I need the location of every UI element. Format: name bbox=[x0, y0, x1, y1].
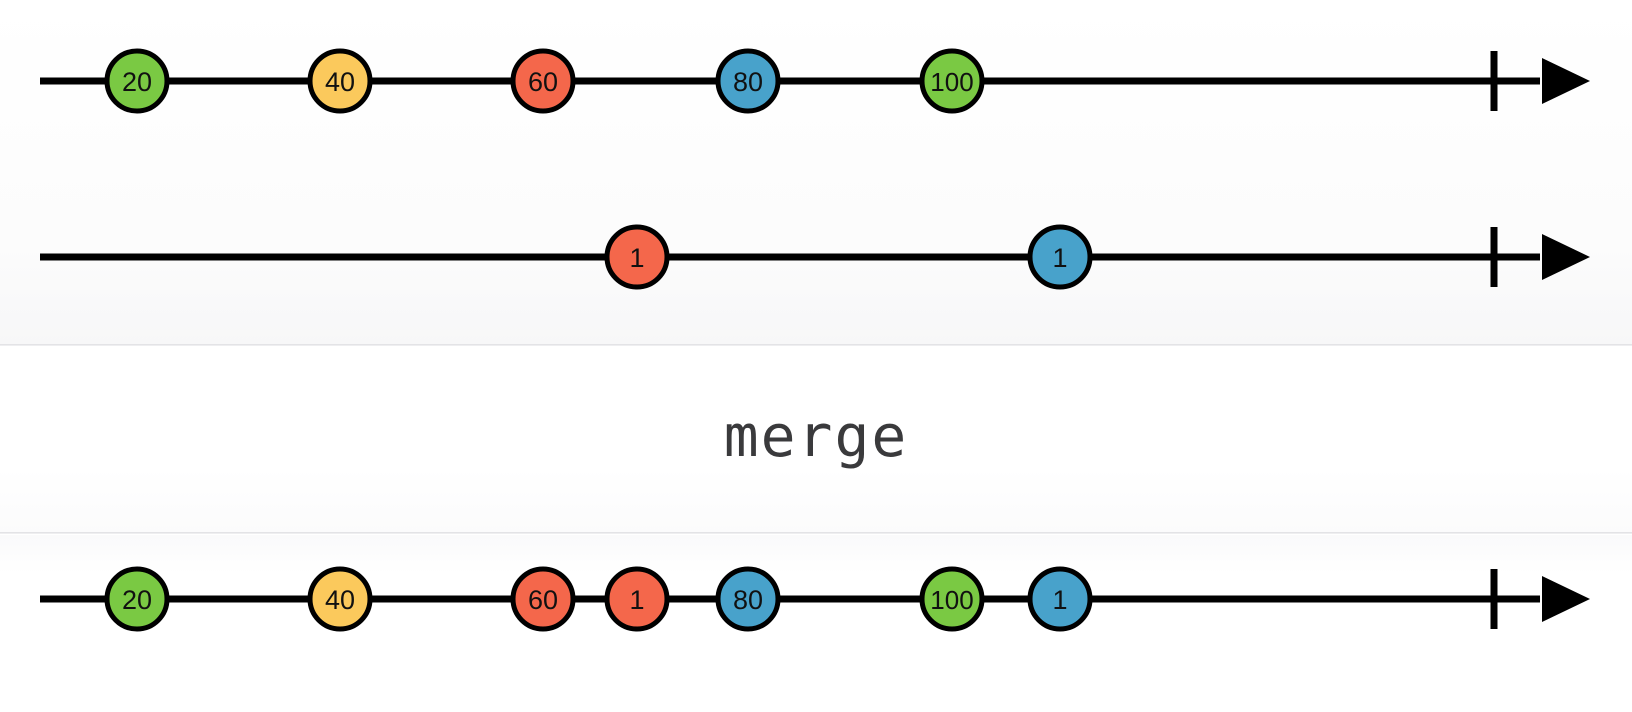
panel-band-middle bbox=[0, 347, 1632, 533]
merge-operation-label: merge bbox=[723, 402, 909, 470]
node-value-label: 1 bbox=[1052, 585, 1067, 615]
axis-arrow-head bbox=[1542, 234, 1590, 280]
node-value-label: 80 bbox=[733, 67, 763, 97]
section-divider-upper bbox=[0, 344, 1632, 346]
list-node[interactable]: 100 bbox=[919, 566, 985, 632]
panel-band-bottom bbox=[0, 535, 1632, 712]
node-circle-green[interactable] bbox=[919, 48, 985, 114]
list-node[interactable]: 40 bbox=[307, 566, 373, 632]
node-value-label: 1 bbox=[629, 243, 644, 273]
list-row-merged-output-list: 20 40 60 1 80 100 1 bbox=[40, 566, 1590, 632]
list-node[interactable]: 40 bbox=[307, 48, 373, 114]
axis-arrow-head bbox=[1542, 576, 1590, 622]
list-node[interactable]: 1 bbox=[604, 224, 670, 290]
list-node[interactable]: 20 bbox=[104, 566, 170, 632]
list-node[interactable]: 1 bbox=[1027, 566, 1093, 632]
node-circle-blue[interactable] bbox=[1027, 224, 1093, 290]
node-value-label: 20 bbox=[122, 67, 152, 97]
node-value-label: 1 bbox=[1052, 243, 1067, 273]
node-value-label: 60 bbox=[528, 67, 558, 97]
list-node[interactable]: 80 bbox=[715, 48, 781, 114]
section-divider-lower bbox=[0, 532, 1632, 534]
node-value-label: 40 bbox=[325, 585, 355, 615]
node-circle-green[interactable] bbox=[104, 566, 170, 632]
node-circle-green[interactable] bbox=[104, 48, 170, 114]
node-value-label: 100 bbox=[930, 67, 973, 97]
node-circle-yellow[interactable] bbox=[307, 566, 373, 632]
node-circle-yellow[interactable] bbox=[307, 48, 373, 114]
node-value-label: 20 bbox=[122, 585, 152, 615]
node-circle-red[interactable] bbox=[604, 566, 670, 632]
list-node[interactable]: 1 bbox=[1027, 224, 1093, 290]
list-node[interactable]: 80 bbox=[715, 566, 781, 632]
node-value-label: 40 bbox=[325, 67, 355, 97]
node-circle-red[interactable] bbox=[510, 48, 576, 114]
node-circle-blue[interactable] bbox=[1027, 566, 1093, 632]
list-node[interactable]: 60 bbox=[510, 48, 576, 114]
node-circle-green[interactable] bbox=[919, 566, 985, 632]
list-node[interactable]: 60 bbox=[510, 566, 576, 632]
node-circle-blue[interactable] bbox=[715, 566, 781, 632]
list-node[interactable]: 1 bbox=[604, 566, 670, 632]
node-value-label: 80 bbox=[733, 585, 763, 615]
panel-band-top bbox=[0, 0, 1632, 345]
node-value-label: 1 bbox=[629, 585, 644, 615]
axis-arrow-head bbox=[1542, 58, 1590, 104]
node-circle-red[interactable] bbox=[510, 566, 576, 632]
list-node[interactable]: 20 bbox=[104, 48, 170, 114]
list-row-input-list-a: 20 40 60 80 100 bbox=[40, 48, 1590, 114]
node-circle-blue[interactable] bbox=[715, 48, 781, 114]
node-value-label: 100 bbox=[930, 585, 973, 615]
node-value-label: 60 bbox=[528, 585, 558, 615]
node-circle-red[interactable] bbox=[604, 224, 670, 290]
list-node[interactable]: 100 bbox=[919, 48, 985, 114]
